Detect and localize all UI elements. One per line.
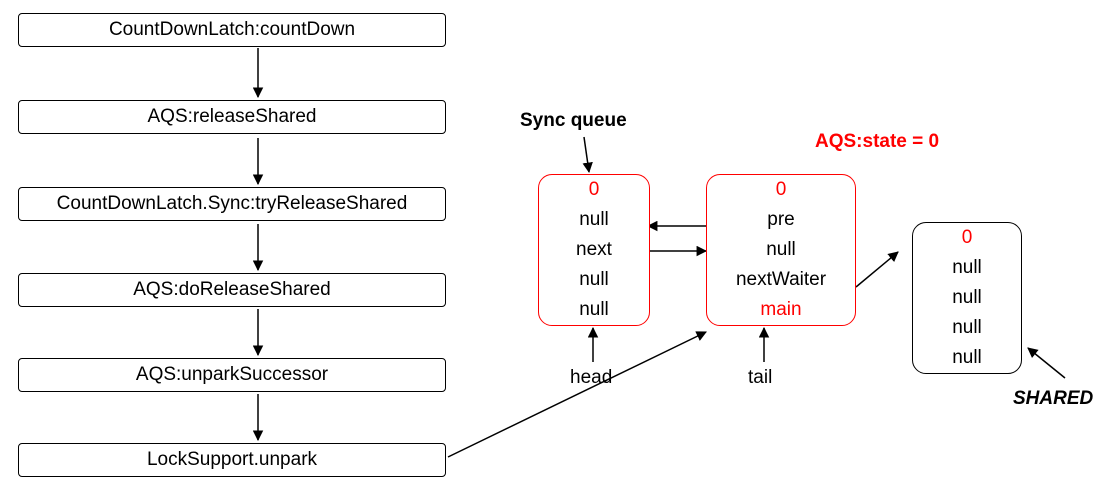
step-countdown: CountDownLatch:countDown bbox=[18, 13, 446, 47]
node-wait-status: 0 bbox=[961, 227, 973, 248]
step-try-release-shared: CountDownLatch.Sync:tryReleaseShared bbox=[18, 187, 446, 221]
step-label: LockSupport.unpark bbox=[146, 449, 318, 470]
step-label: AQS:doReleaseShared bbox=[133, 279, 331, 300]
node-prev: null bbox=[952, 257, 982, 278]
step-unpark-successor: AQS:unparkSuccessor bbox=[18, 358, 446, 392]
next-waiter-arrow bbox=[855, 251, 899, 288]
head-node: 0 null next null null bbox=[538, 174, 650, 326]
step-label: AQS:releaseShared bbox=[147, 106, 317, 127]
step-label: AQS:unparkSuccessor bbox=[135, 364, 329, 385]
node-next-waiter: nextWaiter bbox=[735, 269, 827, 290]
unpark-arrow bbox=[447, 331, 707, 458]
node-thread: null bbox=[952, 347, 982, 368]
tail-label: tail bbox=[748, 367, 773, 388]
step-lock-support-unpark: LockSupport.unpark bbox=[18, 443, 446, 477]
node-next-waiter: null bbox=[952, 317, 982, 338]
node-next: null bbox=[766, 239, 796, 260]
node-next-waiter: null bbox=[579, 269, 609, 290]
aqs-state-label: AQS:state = 0 bbox=[815, 131, 940, 152]
node-wait-status: 0 bbox=[588, 179, 600, 200]
node-thread: main bbox=[760, 299, 802, 320]
head-label: head bbox=[570, 367, 613, 388]
step-label: CountDownLatch.Sync:tryReleaseShared bbox=[56, 193, 408, 214]
shared-node: 0 null null null null bbox=[912, 222, 1022, 374]
sync-queue-label: Sync queue bbox=[520, 110, 627, 131]
step-do-release-shared: AQS:doReleaseShared bbox=[18, 273, 446, 307]
node-prev: null bbox=[579, 209, 609, 230]
node-next: null bbox=[952, 287, 982, 308]
tail-node: 0 pre null nextWaiter main bbox=[706, 174, 856, 326]
step-release-shared: AQS:releaseShared bbox=[18, 100, 446, 134]
shared-label: SHARED bbox=[1013, 388, 1094, 409]
shared-pointer-arrow bbox=[1027, 347, 1066, 379]
sync-queue-arrow bbox=[582, 136, 593, 174]
node-thread: null bbox=[579, 299, 609, 320]
node-next: next bbox=[576, 239, 612, 260]
step-label: CountDownLatch:countDown bbox=[108, 19, 356, 40]
node-wait-status: 0 bbox=[775, 179, 787, 200]
node-prev: pre bbox=[767, 209, 795, 230]
